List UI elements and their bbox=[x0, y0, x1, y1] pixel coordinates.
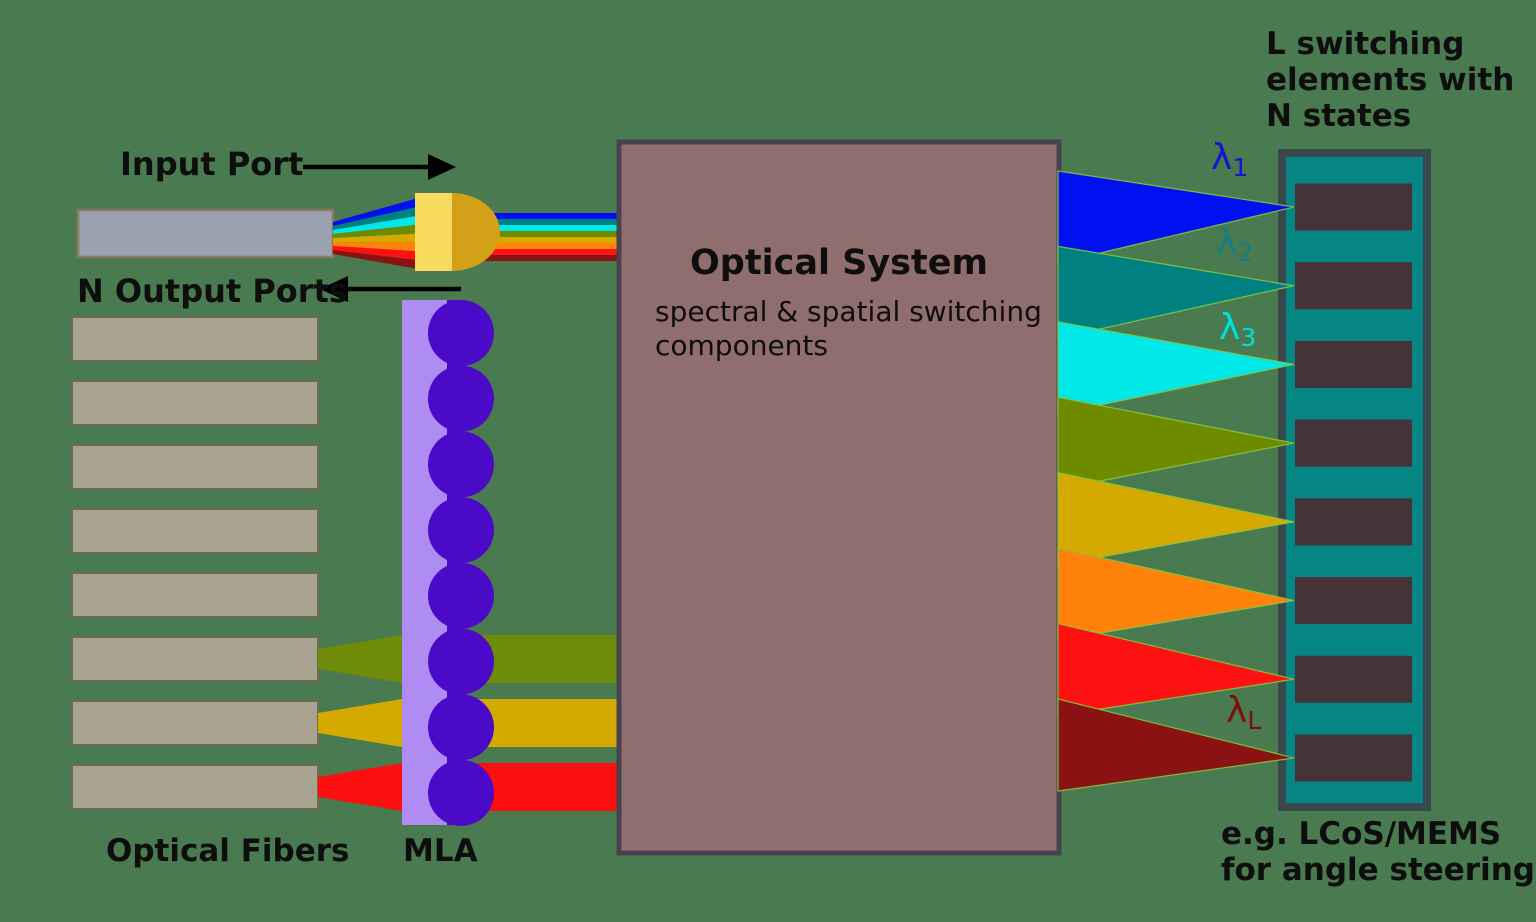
lambda-1-subscript: 1 bbox=[1232, 153, 1249, 182]
beam-lambda-2-teal bbox=[1057, 245, 1295, 340]
optical-system-subtitle-line1: spectral & spatial switching bbox=[655, 295, 1042, 328]
lambda-L-label: λL bbox=[1226, 690, 1261, 735]
optical-fibers-label: Optical Fibers bbox=[106, 833, 350, 869]
switch-element-7 bbox=[1295, 655, 1412, 703]
output-fiber-8 bbox=[71, 764, 319, 810]
switch-element-2 bbox=[1295, 262, 1412, 310]
lambda-3-label: λ3 bbox=[1219, 307, 1256, 352]
stripe-lambda-6-orange bbox=[448, 243, 622, 250]
mla-lenslet-5 bbox=[428, 562, 494, 629]
optical-system-subtitle-line2: components bbox=[655, 329, 828, 362]
switch-element-4 bbox=[1295, 419, 1412, 467]
lambda-2-subscript: 2 bbox=[1237, 238, 1254, 267]
switch-panel bbox=[1286, 157, 1423, 803]
beam-lambda-5-gold bbox=[1057, 471, 1295, 566]
lambda-L-symbol: λ bbox=[1226, 690, 1248, 731]
input-fiber bbox=[76, 208, 335, 259]
switching-elements-caption: L switching elements with N states bbox=[1266, 26, 1514, 134]
collimator-body bbox=[415, 193, 452, 271]
input-port-arrow-head bbox=[428, 154, 456, 180]
lambda-1-label: λ1 bbox=[1211, 137, 1248, 182]
input-port-label: Input Port bbox=[120, 145, 304, 183]
output-fiber-7 bbox=[71, 700, 319, 746]
input-fan-lambda-8-darkred bbox=[333, 250, 418, 269]
input-fan-lambda-2-teal bbox=[333, 206, 418, 230]
mla-lenslet-6 bbox=[428, 628, 494, 695]
switch-element-5 bbox=[1295, 498, 1412, 546]
steering-caption-line1: e.g. LCoS/MEMS bbox=[1221, 816, 1502, 852]
stripe-lambda-5-gold bbox=[448, 237, 622, 244]
switch-element-6 bbox=[1295, 577, 1412, 625]
n-output-ports-label: N Output Ports bbox=[77, 272, 348, 310]
stripe-lambda-8-darkred bbox=[448, 255, 622, 262]
beam-lambda-6-orange bbox=[1057, 547, 1295, 641]
stripe-lambda-3-cyan bbox=[448, 225, 622, 232]
collimator-lens bbox=[452, 193, 500, 271]
input-fan-lambda-3-cyan bbox=[333, 215, 418, 234]
input-fan-lambda-1-blue bbox=[333, 198, 418, 226]
lambda-2-symbol: λ bbox=[1216, 222, 1238, 263]
lambda-3-subscript: 3 bbox=[1240, 323, 1257, 352]
stripe-lambda-7-red bbox=[448, 249, 622, 256]
mla-lenslet-8 bbox=[428, 759, 494, 826]
mla-lenslet-7 bbox=[428, 694, 494, 761]
optical-system-subtitle: spectral & spatial switching components bbox=[655, 295, 1042, 363]
stripe-lambda-4-olive bbox=[448, 231, 622, 238]
output-fiber-6 bbox=[71, 636, 319, 682]
input-fan-lambda-4-olive bbox=[333, 224, 418, 238]
lambda-L-subscript: L bbox=[1247, 706, 1262, 735]
output-fiber-2 bbox=[71, 380, 319, 426]
output-fiber-3 bbox=[71, 444, 319, 490]
switch-element-8 bbox=[1295, 734, 1412, 782]
steering-caption: e.g. LCoS/MEMS for angle steering bbox=[1221, 816, 1535, 888]
mla-lenslet-4 bbox=[428, 497, 494, 564]
input-fan-lambda-6-orange bbox=[333, 242, 418, 252]
output-fiber-4 bbox=[71, 508, 319, 554]
beam-lambda-1-blue bbox=[1057, 170, 1295, 264]
steering-caption-line2: for angle steering bbox=[1221, 852, 1535, 888]
mla-label: MLA bbox=[403, 833, 478, 869]
switch-element-1 bbox=[1295, 183, 1412, 231]
switching-elements-caption-line2: elements with bbox=[1266, 62, 1515, 98]
switching-elements-caption-line3: N states bbox=[1266, 98, 1412, 134]
lambda-3-symbol: λ bbox=[1219, 307, 1241, 348]
lambda-1-symbol: λ bbox=[1211, 137, 1233, 178]
beam-lambda-8-darkred bbox=[1057, 698, 1295, 792]
lambda-2-label: λ2 bbox=[1216, 222, 1253, 267]
beam-lambda-3-cyan bbox=[1057, 321, 1295, 415]
beam-lambda-7-red bbox=[1057, 622, 1295, 717]
output-ports-arrow-head bbox=[320, 276, 348, 302]
switching-elements-caption-line1: L switching bbox=[1266, 26, 1465, 62]
mla-lenslet-1 bbox=[428, 300, 494, 366]
optical-system-box bbox=[616, 139, 1062, 856]
mla-lenslet-3 bbox=[428, 431, 494, 498]
beam-lambda-4-olive bbox=[1057, 396, 1295, 491]
stripe-lambda-2-teal bbox=[448, 219, 622, 226]
output-fiber-1 bbox=[71, 316, 319, 362]
optical-system-title: Optical System bbox=[690, 243, 988, 283]
mla-lenslet-2 bbox=[428, 365, 494, 432]
input-fan-lambda-7-red bbox=[333, 246, 418, 261]
switch-element-3 bbox=[1295, 340, 1412, 388]
input-fan-lambda-5-gold bbox=[333, 233, 418, 243]
output-fiber-5 bbox=[71, 572, 319, 618]
stripe-lambda-1-blue bbox=[448, 213, 622, 220]
